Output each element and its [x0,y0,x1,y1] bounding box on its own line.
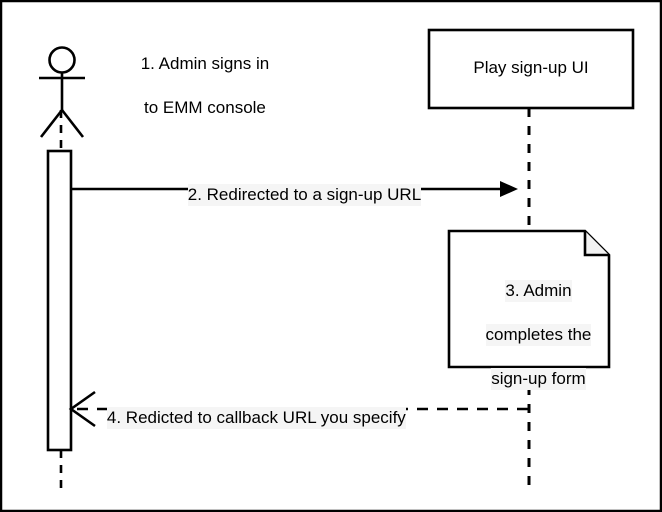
actor-caption-line-2: to EMM console [144,98,266,117]
lifeline-box-play-signup-ui [427,28,635,110]
actor-head-icon [48,46,76,74]
message-4-label-text: 4. Redicted to callback URL you specify [106,407,406,429]
lifeline-box-label-play-signup-ui: Play sign-up UI [473,58,589,77]
note-text-line-1: 3. Admin [505,280,572,302]
actor-stick-figure [39,46,85,138]
message-4-label: 4. Redicted to callback URL you specify [88,385,508,451]
actor-caption-line-1: 1. Admin signs in [140,54,270,73]
message-4-arrowhead-open [68,390,96,428]
message-2-label-text: 2. Redirected to a sign-up URL [187,184,422,206]
message-2-label: 2. Redirected to a sign-up URL [100,162,490,228]
note-folded-corner-icon [583,231,609,257]
actor-caption: 1. Admin signs in to EMM console [88,31,303,141]
actor-activation-bar [46,149,73,452]
note-text-line-3: sign-up form [491,368,586,390]
note-text: 3. Admin completes the sign-up form [450,258,608,412]
actor-right-leg-line [60,109,85,138]
actor-left-leg-line [39,109,64,138]
note-text-line-2: completes the [485,324,592,346]
message-2-arrowhead-filled [500,181,518,197]
